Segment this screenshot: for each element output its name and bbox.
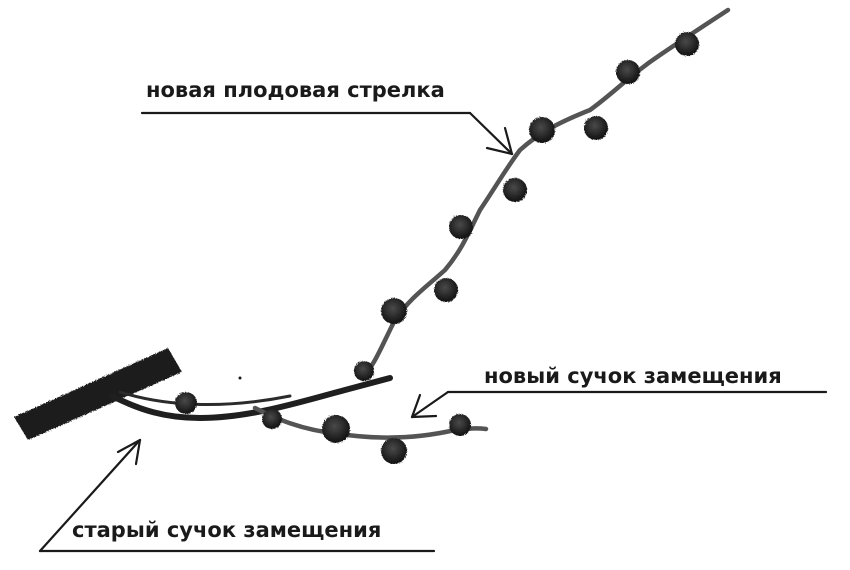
- bud: [503, 178, 527, 202]
- bud: [616, 60, 640, 84]
- arrowhead-stroke: [410, 393, 422, 419]
- knot-buds: [175, 392, 471, 464]
- bud: [381, 298, 407, 324]
- fruit-arrow-buds: [354, 32, 699, 381]
- new-fruit-arrow-label: новая плодовая стрелка: [146, 78, 445, 102]
- bud: [322, 415, 350, 443]
- arrowhead-stroke: [503, 126, 514, 156]
- bud: [381, 438, 407, 464]
- leader-new-fruit-arrow: [140, 111, 514, 156]
- arrowhead-stroke: [134, 438, 142, 466]
- bud: [529, 117, 555, 143]
- bud: [262, 409, 282, 429]
- old-replacement-knot-label: старый сучок замещения: [72, 518, 382, 542]
- bud: [449, 215, 473, 239]
- leader-new-replacement-knot: [410, 390, 828, 419]
- bud: [434, 278, 458, 302]
- bud: [675, 32, 699, 56]
- leader-line: [410, 390, 450, 419]
- old-branch-upper-edge: [118, 390, 292, 407]
- bud: [449, 414, 471, 436]
- arrowhead-stroke: [410, 414, 438, 419]
- bud: [175, 392, 197, 414]
- new-replacement-knot-label: новый сучок замещения: [484, 364, 782, 388]
- stray-dot: [238, 376, 242, 380]
- new-fruit-arrow-cane: [359, 7, 731, 381]
- leader-old-replacement-knot: [38, 438, 436, 553]
- arrowhead-stroke: [116, 438, 142, 454]
- leader-line: [468, 111, 514, 156]
- arrowhead-stroke: [485, 146, 514, 156]
- leader-line: [38, 438, 142, 553]
- bud: [354, 361, 374, 381]
- old-replacement-knot-stump: [14, 348, 182, 440]
- bud: [584, 116, 608, 140]
